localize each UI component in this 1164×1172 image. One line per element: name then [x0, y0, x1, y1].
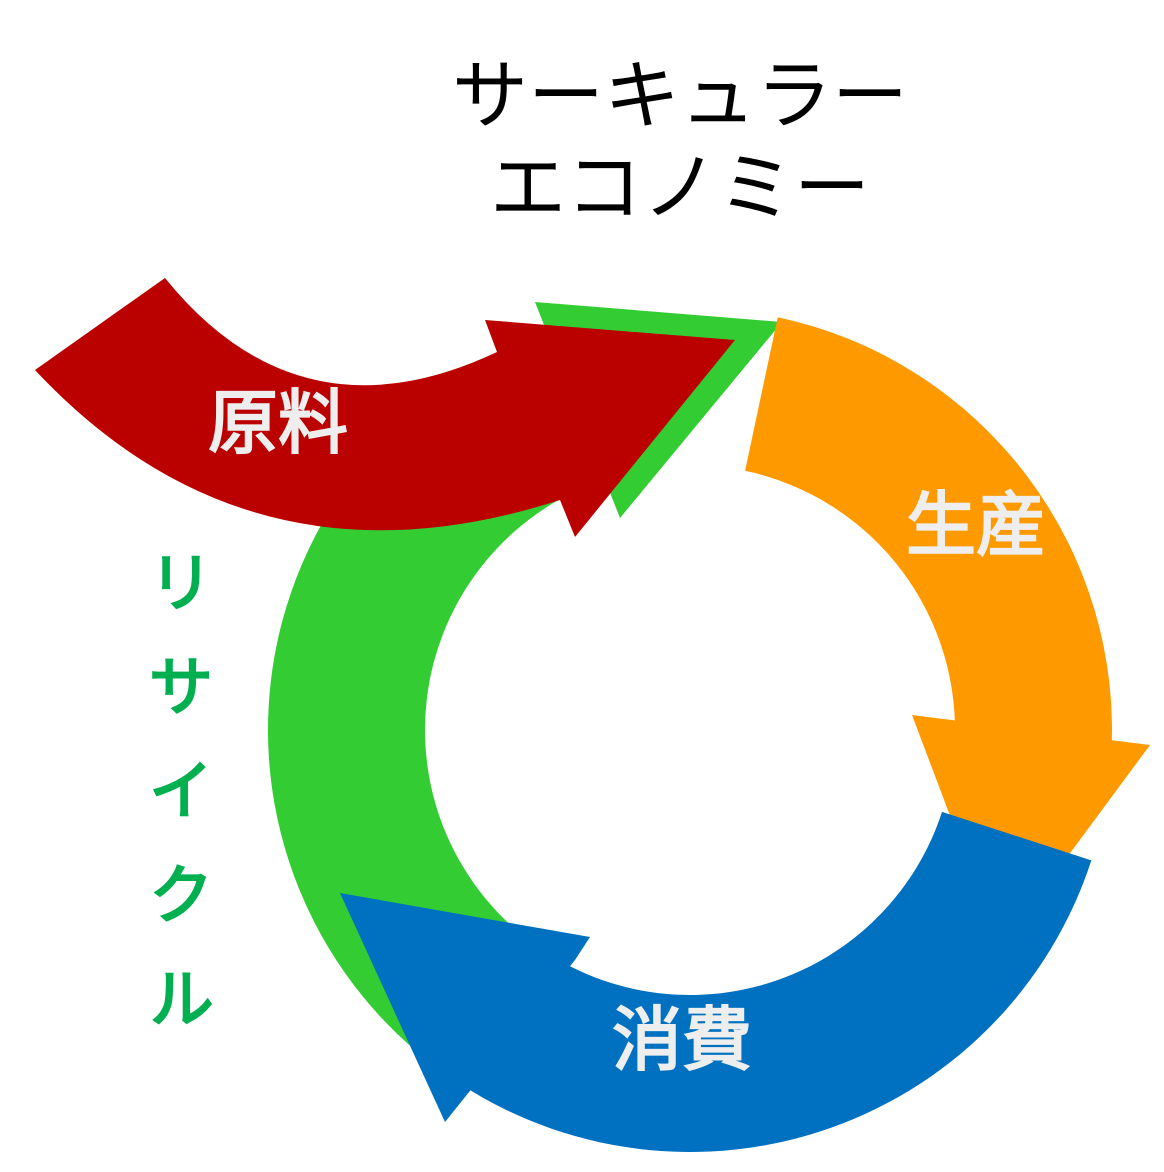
production-arrow-body [745, 317, 1113, 760]
consumption-label: 消費 [612, 999, 752, 1081]
raw-material-label: 原料 [208, 382, 348, 464]
raw-material-arrow [35, 278, 735, 537]
title-line-1: サーキュラー [452, 51, 908, 140]
recycle-label: リサイクル [137, 548, 214, 1068]
consumption-arrow-body [441, 811, 1092, 1152]
production-label: 生産 [906, 484, 1046, 566]
production-arrow-head [912, 715, 1150, 948]
title-line-2: エコノミー [490, 143, 870, 232]
consumption-arrow-head [340, 893, 590, 1122]
